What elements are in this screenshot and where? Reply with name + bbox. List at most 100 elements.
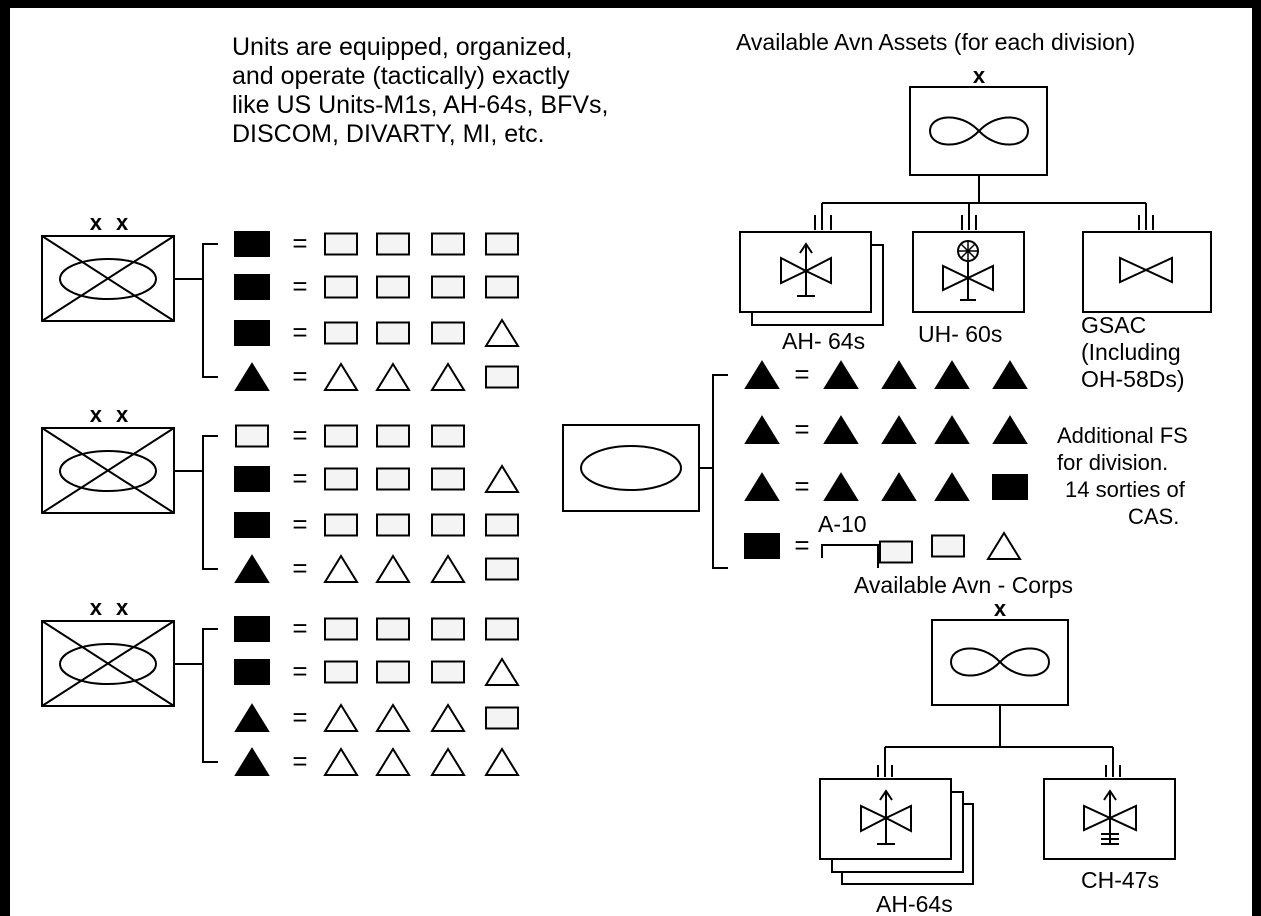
cargo-helicopter-icon	[1083, 789, 1137, 845]
a10-bracket	[821, 544, 879, 568]
fire-support-division-symbol	[562, 424, 700, 512]
equals-sign: =	[292, 656, 307, 686]
org-bracket	[202, 243, 218, 378]
filled-unit-triangle-symbol	[934, 472, 970, 501]
equals-sign: =	[292, 463, 307, 493]
filled-unit-rect-symbol	[234, 616, 270, 642]
unit-rect-symbol	[485, 617, 519, 641]
unit-rect-symbol	[324, 232, 358, 256]
infantry-cross-line	[41, 427, 175, 514]
unit-triangle-symbol	[484, 464, 520, 493]
division-group: x x====	[41, 402, 520, 583]
fire-support-row: =	[744, 359, 1028, 389]
fire-support-annotation: 14 sorties of	[1065, 477, 1186, 502]
filled-unit-triangle-symbol	[234, 747, 270, 776]
a10-label: A-10	[818, 511, 867, 537]
equals-sign: =	[794, 471, 809, 501]
filled-unit-rect-symbol	[744, 533, 780, 559]
unit-triangle-symbol	[323, 703, 359, 732]
unit-rect-symbol	[324, 660, 358, 684]
fire-support-row: =	[744, 414, 1028, 444]
division-echelon-marker: x x	[90, 595, 133, 620]
unit-rect-symbol	[431, 617, 465, 641]
unit-row: =	[234, 317, 520, 347]
armor-oval	[59, 643, 157, 685]
title-note-line: and operate (tactically) exactly	[232, 62, 570, 90]
filled-unit-rect-symbol	[234, 466, 270, 492]
unit-rect-symbol	[879, 540, 913, 564]
fire-support-annotation: for division.	[1057, 450, 1168, 475]
unit-rect-symbol	[376, 275, 410, 299]
equals-sign: =	[292, 509, 307, 539]
filled-unit-triangle-symbol	[744, 472, 780, 501]
avn-assets-group: Available Avn Assets (for each division)…	[736, 29, 1212, 392]
filled-unit-triangle-symbol	[744, 415, 780, 444]
gsac-label-line: OH-58Ds)	[1081, 366, 1185, 392]
division-echelon-marker: x x	[90, 210, 133, 235]
filled-unit-triangle-symbol	[823, 360, 859, 389]
org-bracket	[712, 374, 728, 569]
unit-triangle-symbol	[323, 747, 359, 776]
corps-avn-group: Available Avn - Corps x AH-64s	[819, 572, 1176, 916]
title-note-line: Units are equipped, organized,	[232, 33, 573, 61]
fire-support-row: =A-10	[744, 511, 1022, 568]
infantry-cross-line	[41, 620, 175, 707]
division-group: x x = = = =	[41, 595, 520, 776]
filled-unit-triangle-symbol	[992, 360, 1028, 389]
unit-triangle-symbol	[323, 554, 359, 583]
armor-oval	[59, 450, 157, 492]
unit-row: =	[234, 656, 520, 686]
filled-unit-triangle-symbol	[823, 472, 859, 501]
equals-sign: =	[292, 271, 307, 301]
filled-unit-triangle-symbol	[934, 360, 970, 389]
title-note: Units are equipped, organized, and opera…	[232, 33, 608, 148]
armor-oval	[59, 258, 157, 300]
equals-sign: =	[292, 702, 307, 732]
filled-unit-triangle-symbol	[234, 554, 270, 583]
unit-rect-symbol	[431, 232, 465, 256]
unit-triangle-symbol	[323, 362, 359, 391]
unit-triangle-symbol	[484, 657, 520, 686]
fire-support-annotation: CAS.	[1128, 504, 1179, 529]
corps-unit-label: AH-64s	[876, 891, 953, 916]
unit-rect-symbol	[485, 232, 519, 256]
filled-unit-triangle-symbol	[992, 415, 1028, 444]
fire-support-rows: = = = =A-10	[744, 359, 1028, 568]
avn-unit-label: UH- 60s	[918, 321, 1002, 347]
unit-rect-symbol	[324, 321, 358, 345]
filled-unit-triangle-symbol	[744, 360, 780, 389]
filled-unit-rect-symbol	[234, 512, 270, 538]
frame-top	[0, 0, 1261, 8]
equals-sign: =	[292, 746, 307, 776]
equals-sign: =	[292, 553, 307, 583]
filled-unit-rect-symbol	[234, 320, 270, 346]
title-note-line: DISCOM, DIVARTY, MI, etc.	[232, 120, 545, 148]
title-note-line: like US Units-M1s, AH-64s, BFVs,	[232, 91, 608, 119]
unit-rect-symbol	[324, 275, 358, 299]
equals-sign: =	[292, 317, 307, 347]
attack-helicopter-icon	[860, 789, 912, 845]
unit-triangle-symbol	[375, 362, 411, 391]
fire-support-oval	[580, 445, 682, 491]
brigade-echelon-marker: x	[994, 596, 1007, 621]
unit-rect-symbol	[376, 660, 410, 684]
filled-unit-triangle-symbol	[934, 415, 970, 444]
org-bracket	[202, 435, 218, 570]
aviation-infinity-icon	[928, 116, 1030, 146]
unit-triangle-symbol	[430, 554, 466, 583]
unit-row: =	[234, 746, 520, 776]
avn-assets-title: Available Avn Assets (for each division)	[736, 29, 1135, 55]
unit-rect-symbol	[376, 321, 410, 345]
unit-rect-symbol	[431, 424, 465, 448]
unit-rect-symbol	[376, 467, 410, 491]
equals-sign: =	[794, 414, 809, 444]
unit-triangle-symbol	[375, 703, 411, 732]
unit-rect-symbol	[324, 467, 358, 491]
attack-helicopter-icon	[780, 242, 832, 297]
unit-triangle-symbol	[430, 747, 466, 776]
unit-row: =	[234, 228, 519, 258]
corps-unit-label: CH-47s	[1081, 867, 1159, 893]
unit-row: =	[234, 553, 519, 583]
unit-row: =	[234, 613, 519, 643]
equals-sign: =	[292, 613, 307, 643]
